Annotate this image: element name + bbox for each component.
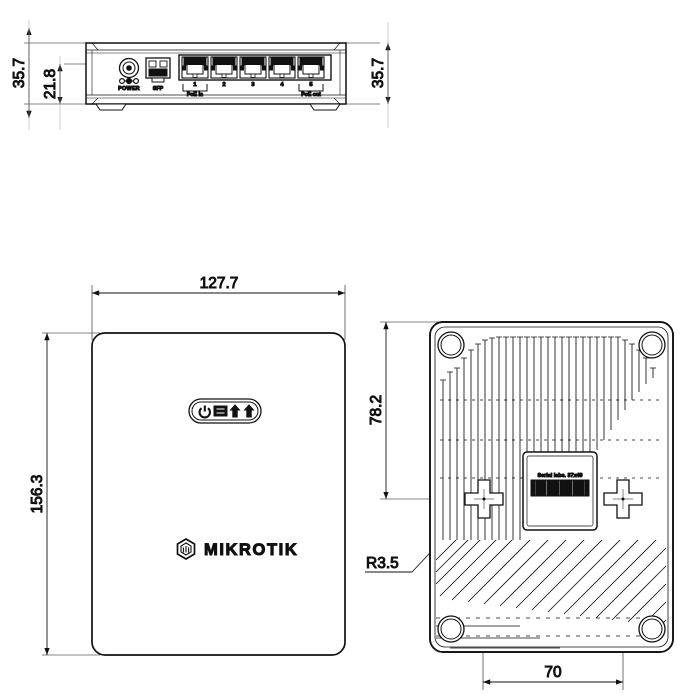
bottom-plan-view: 78.2 70 R3.5 (365, 321, 674, 690)
serial-label-plate: Serial labe. 37x49 (522, 451, 598, 531)
power-icon (198, 405, 211, 419)
dim-label-r3-5: R3.5 (366, 555, 399, 572)
cross-keyhole-slot (464, 479, 504, 519)
port-number-1: 1 (193, 82, 197, 88)
mikrotik-hexagon-icon (176, 538, 196, 560)
aux-port-label: SFP (153, 86, 164, 92)
poe-in-bracket (182, 84, 208, 92)
dimension-length-156-3: 156.3 (29, 333, 50, 655)
device-top-body (91, 332, 346, 656)
poe-out-bracket (298, 84, 324, 92)
serial-label-text: Serial labe. 37x49 (538, 473, 583, 479)
dim-label-35-7-right: 35.7 (370, 58, 387, 88)
corner-screw-hole (437, 331, 465, 359)
dimension-height-body: 21.8 (42, 56, 63, 130)
ethernet-port (297, 56, 325, 79)
aux-sfp-port (145, 57, 171, 83)
ethernet-port (239, 56, 267, 79)
cross-keyhole-slot (603, 479, 643, 519)
corner-screw-hole (638, 331, 666, 359)
mikrotik-logo: MIKROTIK (176, 538, 298, 560)
ethernet-port (181, 56, 209, 79)
top-plan-view: 127.7 156.3 (29, 275, 346, 656)
dimension-width-127-7: 127.7 (92, 275, 345, 296)
vent-slots-diagonal (435, 540, 667, 637)
dc-polarity-icon (118, 77, 140, 85)
corner-screw-hole (638, 615, 666, 643)
dc-power-jack (118, 57, 140, 79)
dimension-height-overall-right: 35.7 (370, 22, 391, 128)
led-indicator-strip (188, 398, 262, 424)
dim-label-78-2: 78.2 (368, 395, 385, 425)
dimension-70: 70 (483, 664, 623, 685)
ethernet-port (210, 56, 238, 79)
power-port-label: POWER (118, 86, 140, 92)
dimension-78-2: 78.2 (368, 322, 389, 499)
device-bottom-outline (429, 321, 674, 653)
device-feet (95, 103, 341, 111)
display-icon (213, 405, 228, 417)
arrow-up-icon (229, 404, 241, 418)
mikrotik-wordmark: MIKROTIK (204, 541, 298, 559)
dim-label-70: 70 (544, 664, 562, 681)
dimension-height-overall-left: 35.7 (11, 20, 32, 130)
vent-slots-vertical (440, 336, 660, 540)
port-number-3: 3 (251, 82, 255, 88)
port-number-4: 4 (280, 82, 284, 88)
device-bottom-inner-outline (434, 326, 669, 648)
dim-label-156-3: 156.3 (29, 475, 46, 514)
barcode (530, 479, 590, 497)
dim-label-35-7-left: 35.7 (11, 58, 28, 88)
dim-label-127-7: 127.7 (200, 275, 239, 292)
poe-out-label: PoE out (301, 92, 321, 98)
dimension-r3-5: R3.5 (365, 504, 476, 573)
poe-in-label: PoE in (187, 92, 203, 98)
ethernet-port-bank (178, 54, 332, 81)
arrow-up-icon (243, 404, 255, 418)
dim-label-21-8: 21.8 (42, 69, 59, 99)
port-number-2: 2 (222, 82, 225, 88)
ethernet-port (268, 56, 296, 79)
port-number-5: 5 (309, 82, 313, 88)
front-elevation-view: 35.7 21.8 35.7 (11, 20, 391, 130)
corner-screw-hole (437, 615, 465, 643)
